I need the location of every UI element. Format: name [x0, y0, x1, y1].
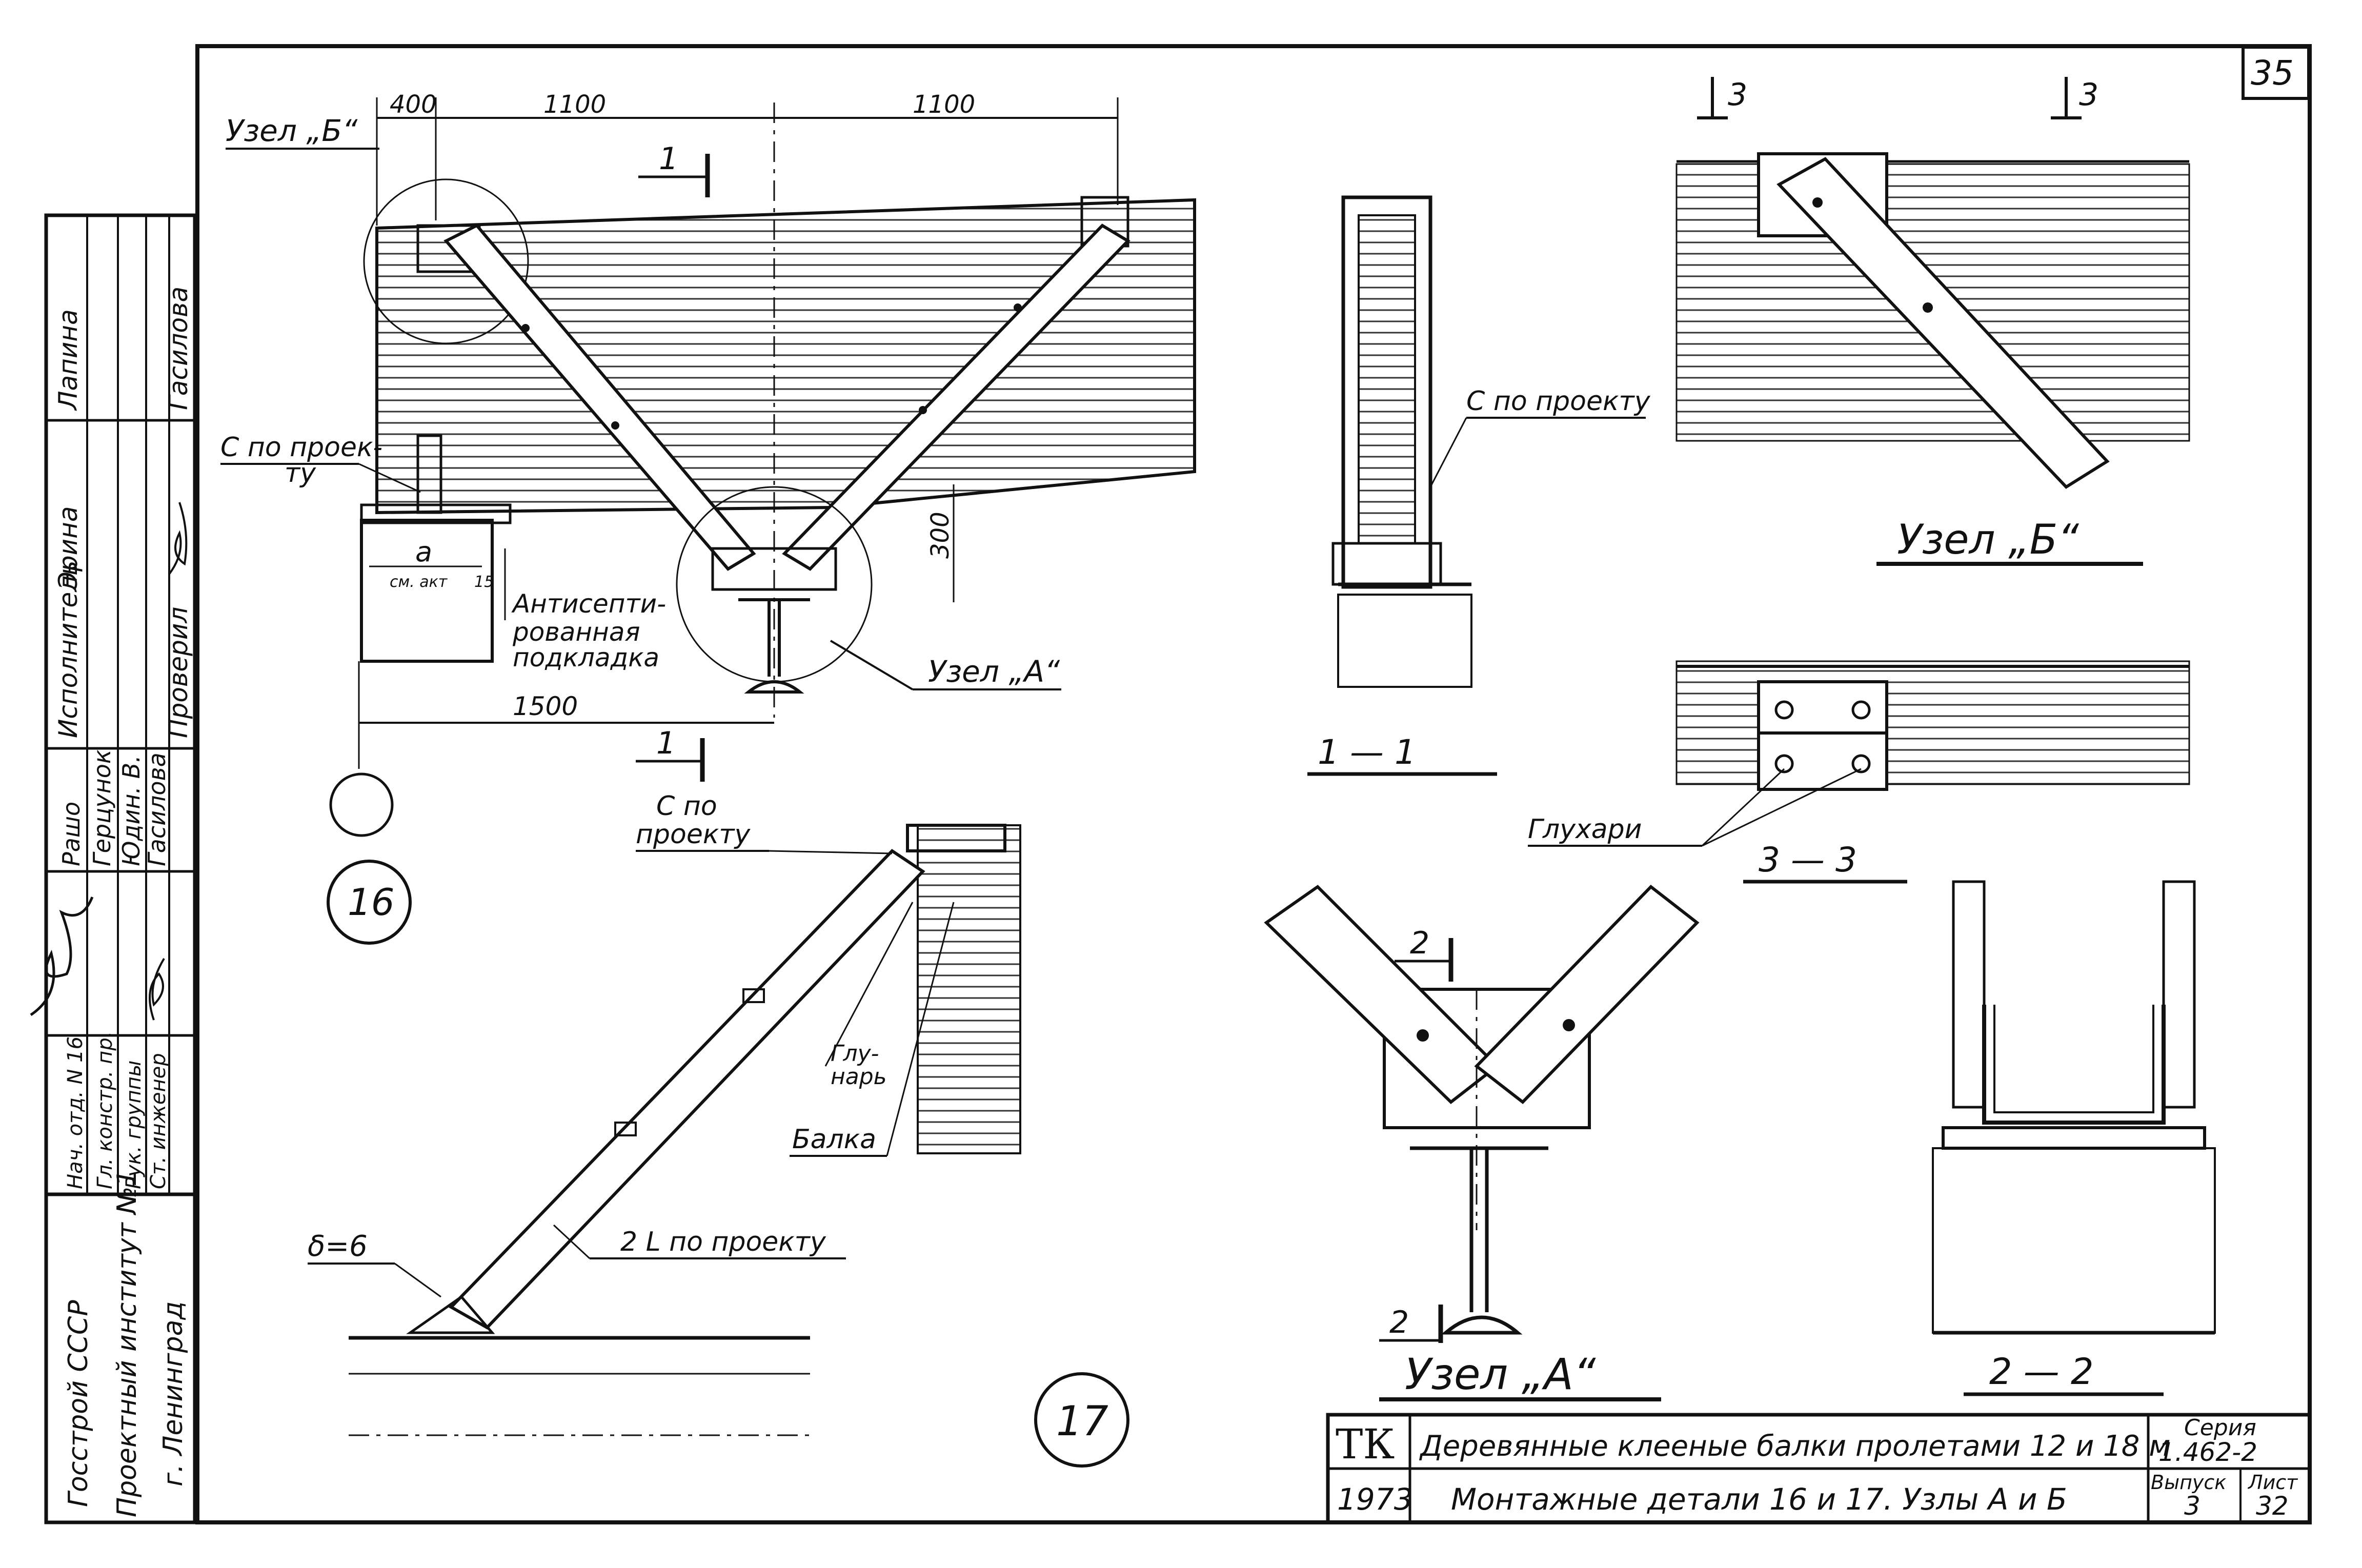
dim-1100-right: 1100 [913, 90, 975, 119]
detail-16-number: 16 [348, 881, 395, 924]
dim-1500: 1500 [513, 691, 578, 721]
node-a-strut-left [1264, 885, 1500, 1104]
strut-left [443, 223, 756, 571]
left-stamp: Лапина Гасилова Эрина Исполнитель Провер… [30, 213, 197, 1524]
antiseptic-3: подкладка [513, 643, 659, 673]
detail-17-number: 17 [1056, 1397, 1108, 1445]
section-3-3: Глухари 3 — 3 [1528, 660, 2190, 884]
detail-17-circle [1034, 1372, 1129, 1468]
strut-right [782, 223, 1130, 571]
section-1-1: С по проекту 1 — 1 [1307, 195, 1651, 776]
c-project-17-a: С по [656, 791, 717, 822]
steel-i-beam-16 [738, 598, 810, 694]
signature-1 [30, 897, 94, 1016]
section-mark-1-bottom: 1 [656, 725, 676, 761]
dim-400: 400 [390, 90, 437, 119]
section-mark-3-right: 3 [2079, 77, 2098, 113]
section-2-2: 2 — 2 [1932, 880, 2216, 1396]
node-a-callout: Узел „А“ [928, 654, 1060, 689]
name-4: Гасилова [143, 752, 171, 866]
role-2: Гл. констр. пр. [93, 1031, 117, 1189]
section-22-title: 2 — 2 [1989, 1351, 2094, 1393]
issue-label: Выпуск [2151, 1471, 2226, 1494]
gluhar-17-b: нарь [831, 1064, 887, 1090]
executor-label: Исполнитель [53, 560, 83, 738]
signature-checker [168, 502, 188, 575]
role-4: Ст. инженер [147, 1053, 170, 1189]
org-line-3: г. Ленинград [158, 1301, 189, 1486]
name-2: Герцунок [88, 749, 116, 866]
node-a-detail: 2 2 Узел „А“ [1264, 884, 1700, 1401]
gluhar-17-a: Глу- [831, 1041, 879, 1067]
detail-16-circle [327, 860, 412, 945]
detail-16: 400 1100 1100 Узел „Б“ 1 1 300 Узел [220, 90, 1196, 945]
series-label: Серия [2184, 1415, 2256, 1441]
org-line-2: Проектный институт №1 [112, 1169, 143, 1517]
node-a-strut-right [1474, 884, 1700, 1105]
antiseptic-1: Антисепти- [511, 589, 666, 619]
section-33-title: 3 — 3 [1759, 840, 1857, 880]
signature-2 [149, 958, 165, 1021]
dim-300: 300 [926, 512, 955, 559]
node-a-title: Узел „А“ [1405, 1349, 1596, 1399]
beam-17 [917, 824, 1021, 1154]
c-project-16-b: ту [285, 458, 316, 488]
sheet-frame [195, 44, 2312, 1524]
beam-16 [375, 198, 1196, 515]
sheet-value: 32 [2256, 1491, 2289, 1521]
series-value: 1.462-2 [2158, 1437, 2257, 1467]
executor-name: Лапина [53, 309, 83, 411]
detail-17: С по проекту Глу- нарь Балка δ=6 2 L по … [308, 791, 1129, 1468]
c-project-17-b: проекту [636, 819, 751, 850]
name-3: Юдин. В. [117, 755, 145, 866]
gluhari-label: Глухари [1528, 814, 1642, 845]
section-mark-2-bottom: 2 [1389, 1305, 1409, 1340]
angles-label: 2 L по проекту [620, 1227, 826, 1257]
axis-bubble [329, 772, 394, 837]
section-mark-1-top: 1 [659, 141, 678, 177]
page-number: 35 [2251, 53, 2294, 93]
sheet-label: Лист [2247, 1471, 2298, 1494]
title-block: ТК 1973 Деревянные клееные балки пролета… [1326, 1413, 2312, 1524]
section-mark-2-top: 2 [1410, 925, 1429, 961]
node-b-title: Узел „Б“ [1897, 516, 2079, 563]
org-line-1: Госстрой СССР [63, 1300, 94, 1507]
steel-i-beam-a [1410, 1146, 1548, 1335]
section-11-title: 1 — 1 [1318, 732, 1416, 772]
node-b-circle [363, 178, 529, 344]
antiseptic-2: рованная [512, 617, 640, 647]
node-b-strut [1776, 157, 2110, 489]
support-post [360, 519, 494, 663]
beam-label: Балка [792, 1124, 876, 1155]
role-3: Рук. группы [122, 1061, 146, 1189]
see-act: см. акт [390, 573, 448, 591]
channel-2-2 [1982, 1005, 2166, 1125]
page-number-box [2242, 46, 2310, 100]
checker-name: Гасилова [164, 287, 193, 410]
a-label: a [415, 536, 432, 568]
node-b-detail: 3 3 Узел „Б“ [1675, 77, 2190, 566]
dim-1100-left: 1100 [543, 90, 606, 119]
c-project-11: С по проекту [1466, 386, 1651, 417]
issue-value: 3 [2184, 1491, 2201, 1521]
tk-mark: ТК [1336, 1420, 1395, 1468]
checked-label: Проверил [164, 607, 193, 738]
name-1: Рашо [57, 802, 85, 866]
delta-label: δ=6 [308, 1230, 368, 1263]
title-line-2: Монтажные детали 16 и 17. Узлы А и Б [1451, 1482, 2067, 1517]
year: 1973 [1337, 1482, 1413, 1517]
dim-15: 15 [474, 573, 494, 591]
executor-name-2: Эрина [53, 506, 83, 590]
role-1: Нач. отд. N 16 [64, 1036, 87, 1189]
section-mark-3-left: 3 [1728, 77, 1747, 113]
title-line-1: Деревянные клееные балки пролетами 12 и … [1419, 1430, 2170, 1463]
c-project-16-a: С по проек- [220, 432, 382, 463]
node-b-callout: Узел „Б“ [226, 113, 358, 148]
